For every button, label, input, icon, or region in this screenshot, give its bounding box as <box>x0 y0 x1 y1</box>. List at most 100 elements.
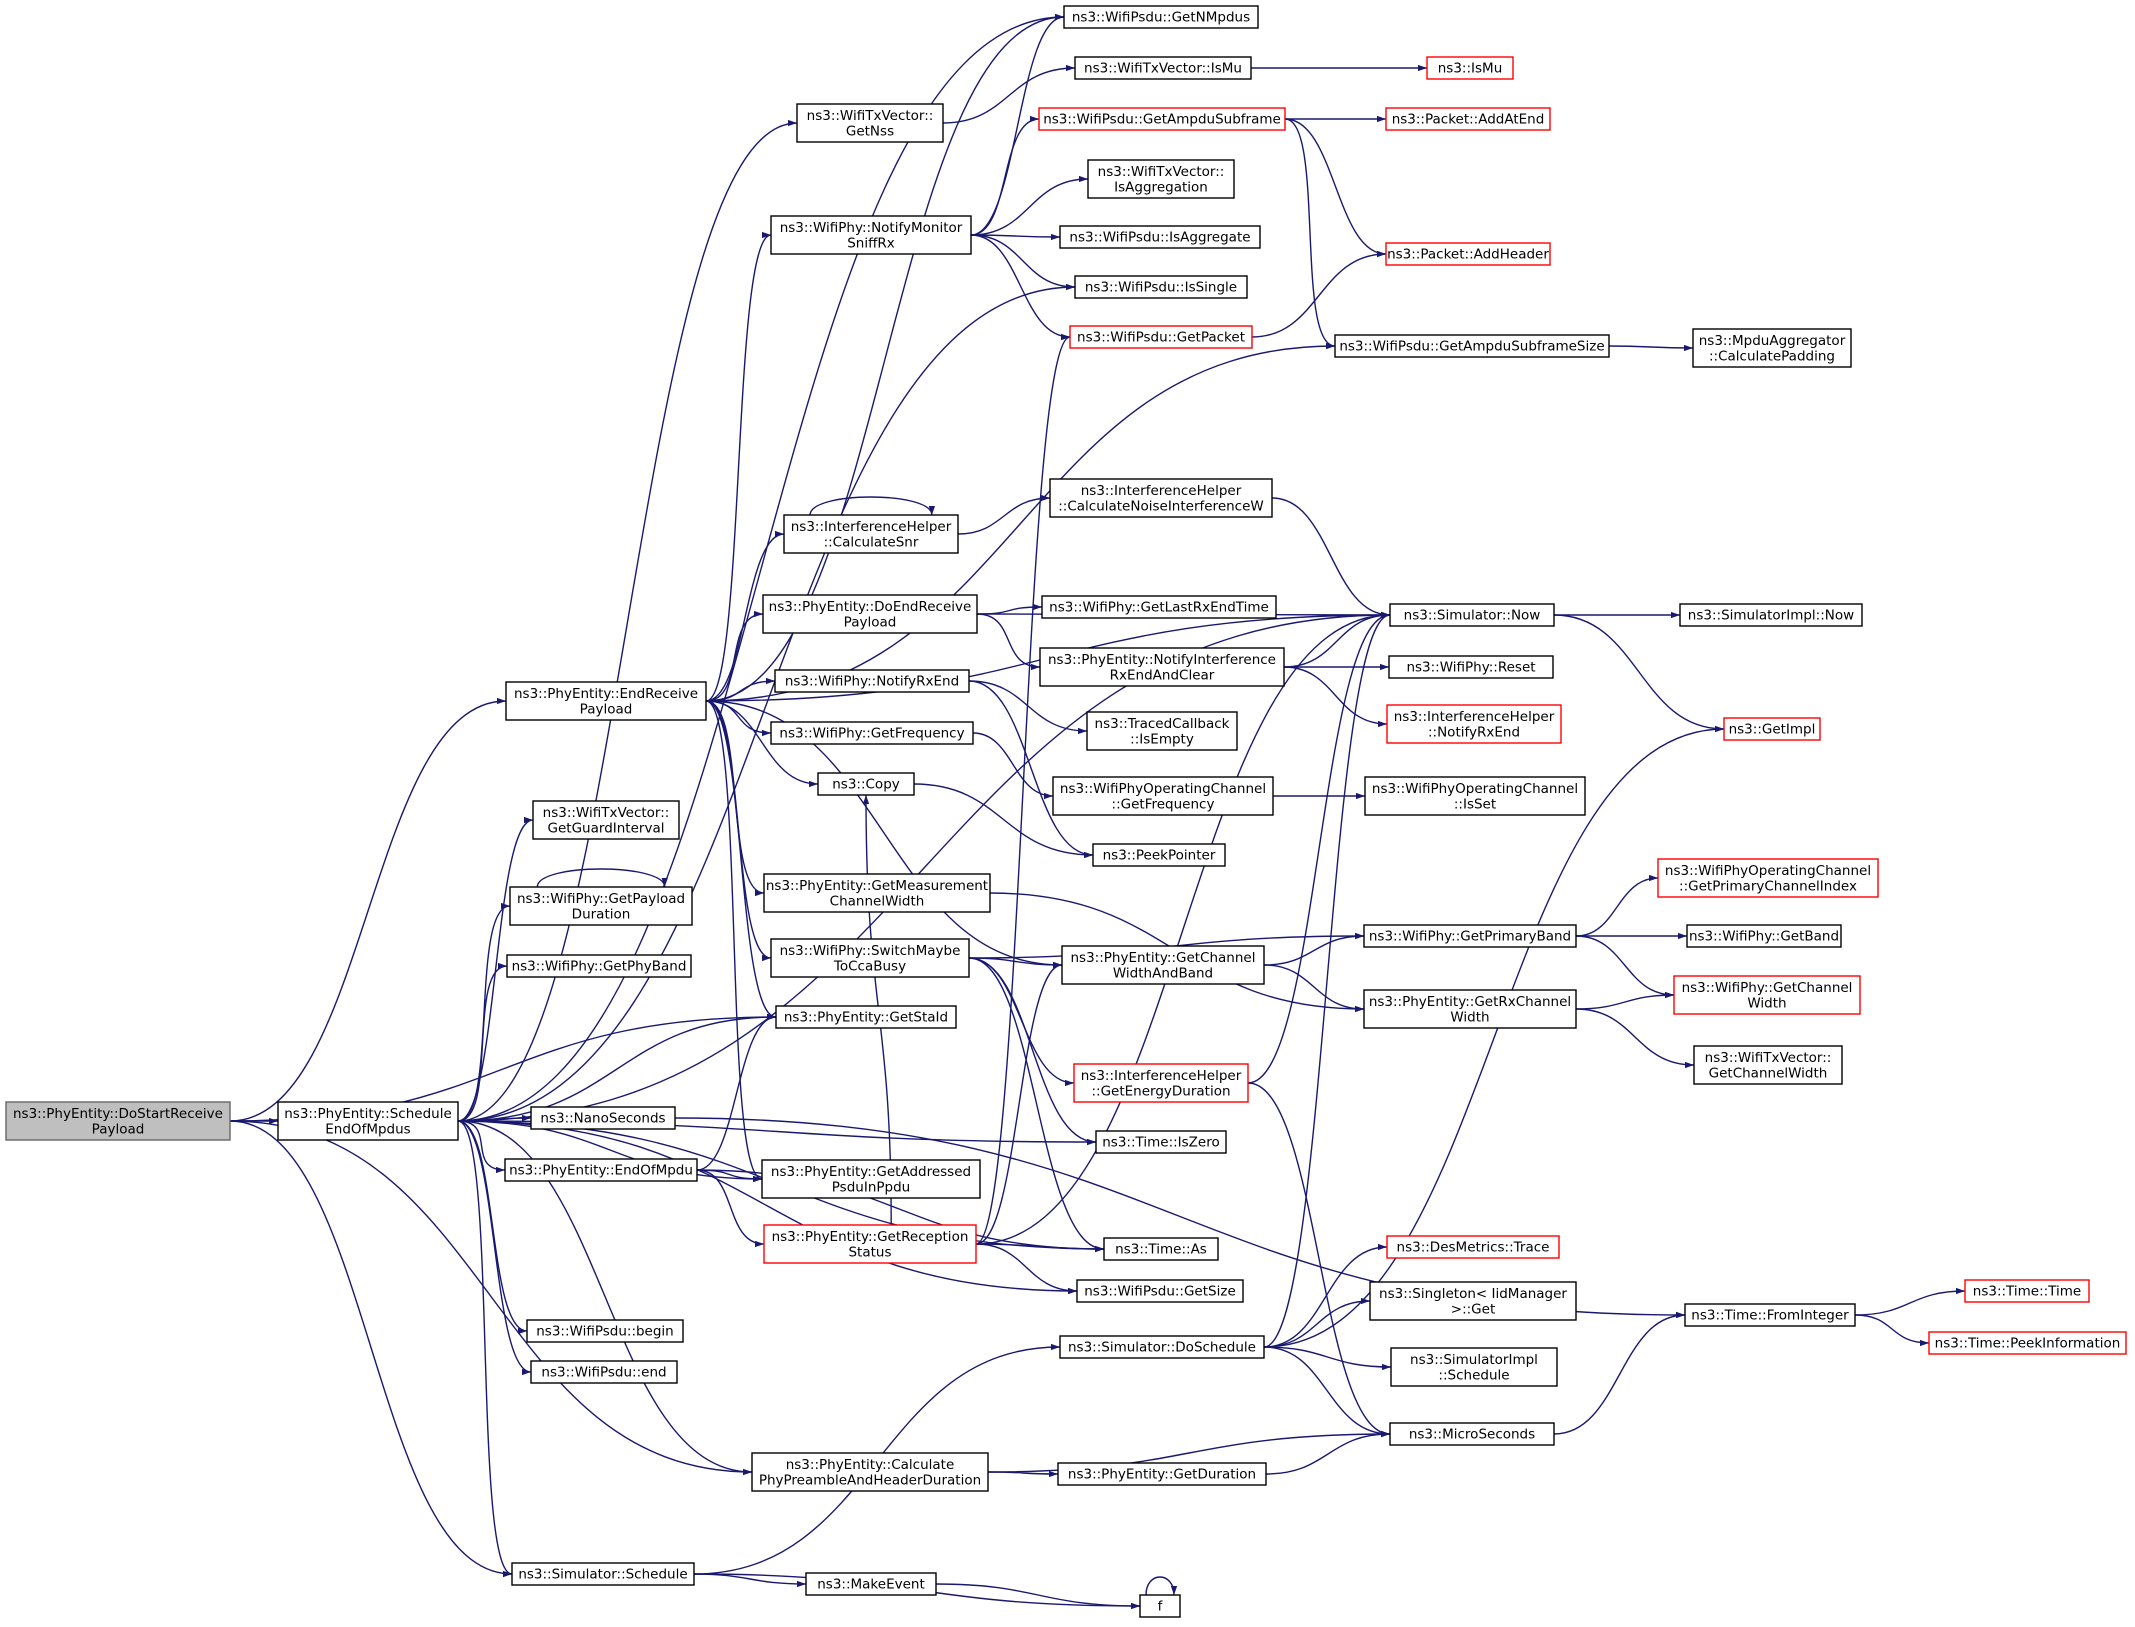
node-time_iszero[interactable]: ns3::Time::IsZero <box>1095 1130 1227 1154</box>
node-label: Width <box>1450 1009 1489 1025</box>
edge-notify_interf-to-ih_notify_rxend <box>1283 666 1388 728</box>
edge-get_ampdu_sub-to-pkt_addheader <box>1284 118 1387 258</box>
edge-get_ampdu_sub-to-ampdu_size <box>1284 118 1336 350</box>
node-ampdu_size[interactable]: ns3::WifiPsdu::GetAmpduSubframeSize <box>1334 334 1610 358</box>
node-box <box>1388 655 1554 679</box>
node-nanoseconds[interactable]: ns3::NanoSeconds <box>530 1106 676 1130</box>
node-get_nmpdus[interactable]: ns3::WifiPsdu::GetNMpdus <box>1063 5 1259 29</box>
node-calc_preamble[interactable]: ns3::PhyEntity::CalculatePhyPreambleAndH… <box>751 1452 989 1492</box>
node-simimpl_schedule[interactable]: ns3::SimulatorImpl::Schedule <box>1390 1347 1558 1387</box>
node-time_time[interactable]: ns3::Time::Time <box>1964 1279 2090 1303</box>
node-label: GetGuardInterval <box>548 820 665 836</box>
node-get_phyband[interactable]: ns3::WifiPhy::GetPhyBand <box>506 954 692 978</box>
node-microseconds[interactable]: ns3::MicroSeconds <box>1389 1422 1555 1446</box>
edge-doend_recv-to-notify_interf <box>976 613 1041 671</box>
edge-end_recv-to-get_chwb <box>705 700 1063 969</box>
node-box <box>506 954 692 978</box>
edge-dostart-to-end_recv <box>229 697 507 1122</box>
node-txv_getnss[interactable]: ns3::WifiTxVector::GetNss <box>796 103 944 143</box>
node-label: ::IsEmpty <box>1130 731 1194 747</box>
node-get_primary_band[interactable]: ns3::WifiPhy::GetPrimaryBand <box>1363 924 1577 948</box>
node-notify_rxend[interactable]: ns3::WifiPhy::NotifyRxEnd <box>774 669 970 693</box>
node-psdu_getpacket[interactable]: ns3::WifiPsdu::GetPacket <box>1069 325 1253 349</box>
node-simimpl_now[interactable]: ns3::SimulatorImpl::Now <box>1679 603 1863 627</box>
node-opch_getfreq[interactable]: ns3::WifiPhyOperatingChannel::GetFrequen… <box>1052 776 1274 816</box>
node-ih_calc_snr[interactable]: ns3::InterferenceHelper::CalculateSnr <box>783 514 959 554</box>
node-label: Payload <box>92 1121 145 1137</box>
node-txv_getgi[interactable]: ns3::WifiTxVector::GetGuardInterval <box>532 800 680 840</box>
node-opch_primidx[interactable]: ns3::WifiPhyOperatingChannel::GetPrimary… <box>1657 858 1879 898</box>
node-traced_isempty[interactable]: ns3::TracedCallback::IsEmpty <box>1086 711 1238 751</box>
node-label: ns3::Time::PeekInformation <box>1935 1336 2121 1352</box>
node-time_as[interactable]: ns3::Time::As <box>1103 1237 1219 1261</box>
node-box <box>763 1224 977 1264</box>
node-txv_isagg[interactable]: ns3::WifiTxVector::IsAggregation <box>1087 159 1235 199</box>
node-psdu_isagg[interactable]: ns3::WifiPsdu::IsAggregate <box>1059 225 1261 249</box>
node-copy[interactable]: ns3::Copy <box>817 772 915 796</box>
node-notify_interf[interactable]: ns3::PhyEntity::NotifyInterferenceRxEndA… <box>1039 647 1285 687</box>
node-get_band[interactable]: ns3::WifiPhy::GetBand <box>1686 924 1842 948</box>
node-get_frequency[interactable]: ns3::WifiPhy::GetFrequency <box>770 721 974 745</box>
node-label: ns3::MicroSeconds <box>1409 1427 1535 1443</box>
node-get_ampdu_sub[interactable]: ns3::WifiPsdu::GetAmpduSubframe <box>1038 107 1286 131</box>
node-get_impl[interactable]: ns3::GetImpl <box>1723 717 1821 741</box>
edge-end_recv-to-copy <box>705 700 819 788</box>
node-label: ns3::Copy <box>832 777 900 793</box>
node-ih_energy_dur[interactable]: ns3::InterferenceHelper::GetEnergyDurati… <box>1073 1063 1249 1103</box>
node-pkt_addheader[interactable]: ns3::Packet::AddHeader <box>1385 242 1551 266</box>
node-f[interactable]: f <box>1139 1594 1181 1618</box>
edge-get_chwb-to-get_primary_band <box>1263 932 1365 966</box>
node-psdu_issingle[interactable]: ns3::WifiPsdu::IsSingle <box>1074 275 1248 299</box>
edge-end_of_mpdu-to-get_staid <box>696 1013 777 1171</box>
node-phy_get_cw[interactable]: ns3::WifiPhy::GetChannelWidth <box>1673 975 1861 1015</box>
node-mpdu_agg_pad[interactable]: ns3::MpduAggregator::CalculatePadding <box>1692 328 1852 368</box>
node-end_of_mpdu[interactable]: ns3::PhyEntity::EndOfMpdu <box>504 1158 698 1182</box>
node-psdu_begin[interactable]: ns3::WifiPsdu::begin <box>526 1319 684 1343</box>
node-ismu[interactable]: ns3::IsMu <box>1426 56 1514 80</box>
node-box <box>1673 975 1861 1015</box>
node-txv_getcw[interactable]: ns3::WifiTxVector::GetChannelWidth <box>1693 1045 1843 1085</box>
node-txv_ismu[interactable]: ns3::WifiTxVector::IsMu <box>1074 56 1252 80</box>
node-make_event[interactable]: ns3::MakeEvent <box>805 1572 937 1596</box>
edge-get_primary_band-to-phy_get_cw <box>1575 935 1675 999</box>
node-get_meas_cw[interactable]: ns3::PhyEntity::GetMeasurementChannelWid… <box>763 873 991 913</box>
node-opch_isset[interactable]: ns3::WifiPhyOperatingChannel::IsSet <box>1364 776 1586 816</box>
node-singleton_get[interactable]: ns3::Singleton< IidManager>::Get <box>1369 1281 1577 1321</box>
edge-f-to-f <box>1145 1576 1178 1596</box>
node-sim_doschedule[interactable]: ns3::Simulator::DoSchedule <box>1059 1335 1265 1359</box>
node-phy_reset[interactable]: ns3::WifiPhy::Reset <box>1388 655 1554 679</box>
edge-notify_monitor-to-psdu_getpacket <box>970 234 1071 341</box>
node-get_last_rx[interactable]: ns3::WifiPhy::GetLastRxEndTime <box>1041 595 1277 619</box>
node-ih_notify_rxend[interactable]: ns3::InterferenceHelper::NotifyRxEnd <box>1386 704 1562 744</box>
node-ih_calc_noise[interactable]: ns3::InterferenceHelper::CalculateNoiseI… <box>1049 478 1273 518</box>
node-get_duration[interactable]: ns3::PhyEntity::GetDuration <box>1057 1462 1267 1486</box>
node-pkt_addatend[interactable]: ns3::Packet::AddAtEnd <box>1385 107 1551 131</box>
node-label: Width <box>1747 995 1786 1011</box>
node-psdu_end[interactable]: ns3::WifiPsdu::end <box>530 1360 678 1384</box>
edge-txv_getnss-to-txv_ismu <box>942 64 1076 124</box>
node-sim_now[interactable]: ns3::Simulator::Now <box>1389 603 1555 627</box>
node-time_peekinfo[interactable]: ns3::Time::PeekInformation <box>1928 1331 2127 1355</box>
node-get_staid[interactable]: ns3::PhyEntity::GetStaId <box>775 1005 957 1029</box>
node-desmetrics_trace[interactable]: ns3::DesMetrics::Trace <box>1386 1235 1560 1259</box>
node-label: ns3::PhyEntity::GetChannel <box>1071 950 1256 966</box>
node-psdu_getsize[interactable]: ns3::WifiPsdu::GetSize <box>1076 1279 1244 1303</box>
node-label: ns3::WifiPhy::GetPhyBand <box>512 959 687 975</box>
node-peek_pointer[interactable]: ns3::PeekPointer <box>1092 843 1226 867</box>
node-label: ::GetFrequency <box>1112 796 1215 812</box>
node-time_frominteger[interactable]: ns3::Time::FromInteger <box>1684 1303 1856 1327</box>
node-label: ns3::PhyEntity::GetDuration <box>1068 1467 1256 1483</box>
node-sim_schedule[interactable]: ns3::Simulator::Schedule <box>511 1562 695 1586</box>
node-label: ns3::PhyEntity::Schedule <box>284 1106 452 1122</box>
